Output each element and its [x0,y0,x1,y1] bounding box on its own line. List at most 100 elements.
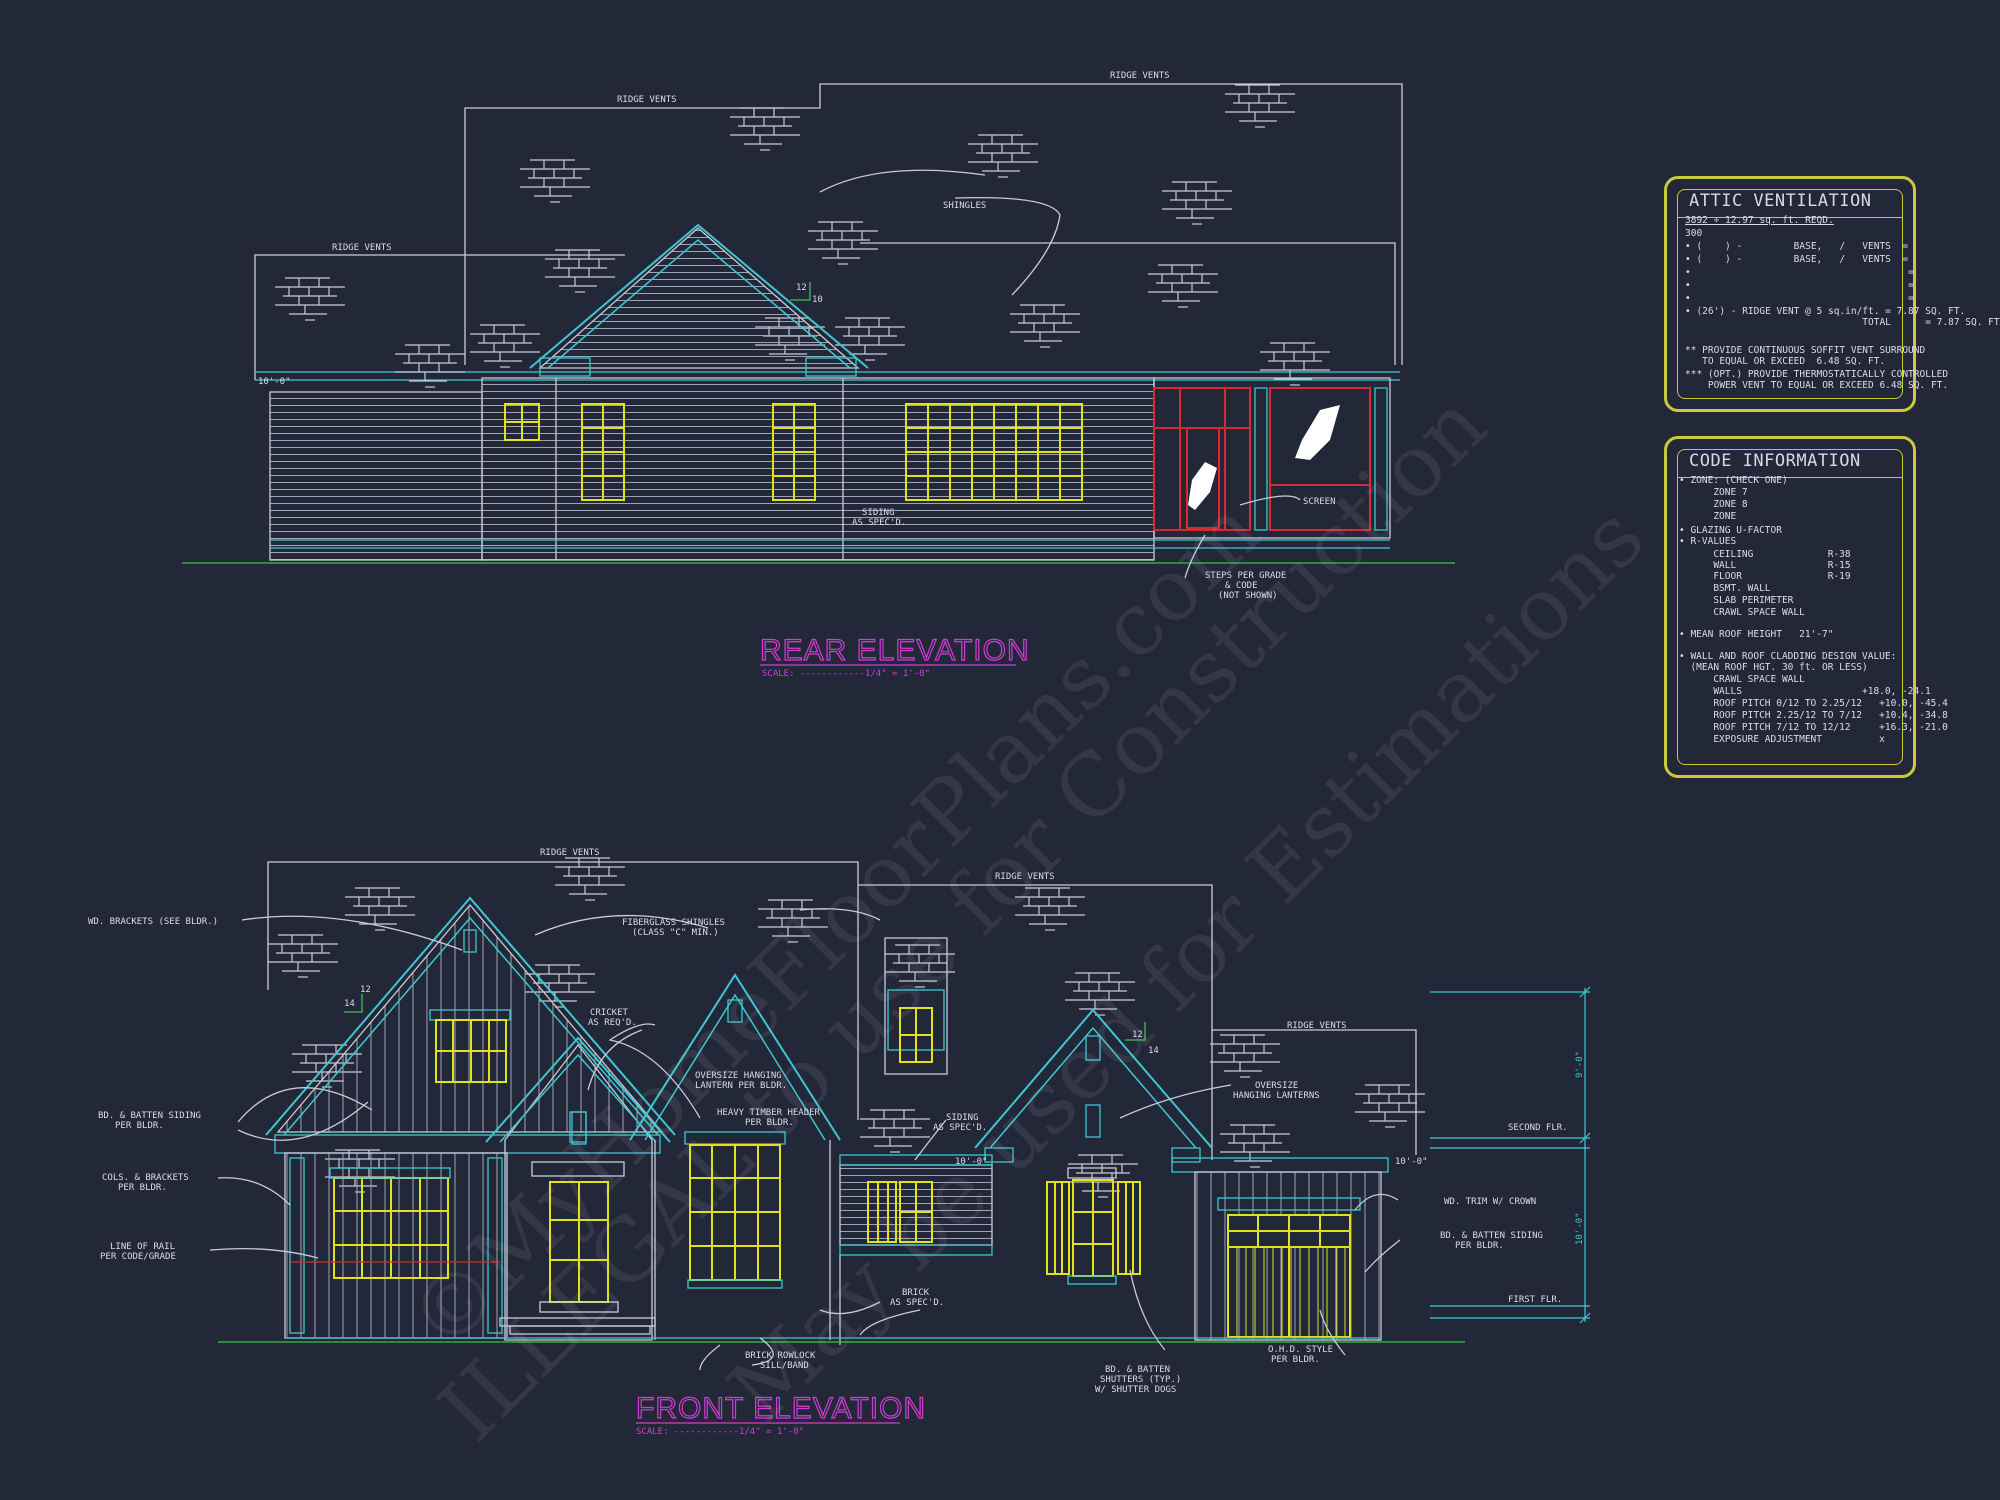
rear-gable [538,227,860,369]
code-line: EXPOSURE ADJUSTMENT x [1679,734,1885,745]
front-ridge-vents-1: RIDGE VENTS [540,848,600,858]
attic-line: *** (OPT.) PROVIDE THERMOSTATICALLY CONT… [1685,369,1949,380]
front-ridge-vents-3: RIDGE VENTS [1287,1021,1347,1031]
rear-siding-label-2: AS SPEC'D. [852,518,906,528]
code-line: CRAWL SPACE WALL [1679,607,1805,618]
code-line: WALLS +18.0, -24.1 [1679,686,1931,697]
rear-elevation-title: REAR ELEVATION [760,634,1030,667]
code-line: SLAB PERIMETER [1679,595,1794,606]
front-fiberglass-label-1: FIBERGLASS SHINGLES [622,918,725,928]
front-bd-batten-label-1: BD. & BATTEN SIDING [98,1111,201,1121]
front-oversize-lantern-label-1: OVERSIZE HANGING [695,1071,782,1081]
attic-line: TO EQUAL OR EXCEED 6.48 SQ. FT. [1685,356,1886,367]
front-lantern-right [1085,1104,1101,1138]
code-line: CEILING R-38 [1679,549,1851,560]
rear-ridge-vents-left: RIDGE VENTS [332,243,392,253]
front-roof-outline-mid [858,884,1213,1160]
attic-line: • = [1685,267,1914,278]
code-line: ROOF PITCH 2.25/12 TO 7/12 +10.4, -34.8 [1679,710,1948,721]
front-chimney [884,937,948,1075]
attic-line: TOTAL = 7.87 SQ. FT. [1685,317,2000,328]
attic-line: • (26') - RIDGE VENT @ 5 sq.in/ft. = 7.8… [1685,306,1966,317]
attic-line: • = [1685,293,1914,304]
code-line: ROOF PITCH 0/12 TO 2.25/12 +10.0, -45.4 [1679,698,1948,709]
front-door-gable [504,1043,653,1341]
rear-ridge-vents-right: RIDGE VENTS [1110,71,1170,81]
attic-line: 3892 ÷ 12.97 sq. ft. REQD. [1685,215,1834,226]
front-elevation-title: FRONT ELEVATION [636,1392,926,1425]
code-line: FLOOR R-19 [1679,571,1851,582]
front-first-flr-label: FIRST FLR. [1508,1295,1562,1305]
front-fiberglass-label-2: (CLASS "C" MIN.) [632,928,719,938]
front-dim-lower: 10'-0" [1575,1212,1585,1245]
code-line: ZONE 8 [1679,499,1748,510]
screen-porch [1153,377,1391,539]
code-title-rule [1677,477,1903,478]
front-middle-shutter [867,1181,897,1243]
front-lanterns-label-2: HANGING LANTERNS [1233,1091,1320,1101]
rear-plate-height: 10'-0" [258,377,291,387]
front-brick-label-2: AS SPEC'D. [890,1298,944,1308]
front-roof-outline-right [1212,1029,1417,1155]
rear-elevation-scale: SCALE: ------------1/4" = 1'-0" [762,669,930,679]
front-ridge-vents-2: RIDGE VENTS [995,872,1055,882]
code-line: (MEAN ROOF HGT. 30 ft. OR LESS) [1679,662,1868,673]
rear-right-roof [860,242,1396,365]
front-heavy-timber-label-2: PER BLDR. [745,1118,794,1128]
rear-pitch-run: 10 [812,295,823,305]
code-line: WALL R-15 [1679,560,1851,571]
front-ohd-label-1: O.H.D. STYLE [1268,1345,1333,1355]
front-lanterns-label-1: OVERSIZE [1255,1081,1298,1091]
rear-steps-label-2: & CODE [1225,581,1258,591]
code-line: ZONE [1679,511,1737,522]
code-line: • WALL AND ROOF CLADDING DESIGN VALUE: [1679,651,1897,662]
front-shutter-left [1046,1181,1070,1275]
front-siding-label-2: AS SPEC'D. [933,1123,987,1133]
front-pitch-right-rise: 12 [1132,1030,1143,1040]
porch-screen-left [1153,387,1251,531]
code-line: ROOF PITCH 7/12 TO 12/12 +16.3, -21.0 [1679,722,1948,733]
rear-wall-mid [481,377,1155,561]
code-line: • ZONE: (CHECK ONE) [1679,475,1788,486]
front-elevation-scale: SCALE: ------------1/4" = 1'-0" [636,1427,804,1437]
front-roof-outline-left [267,861,859,1120]
attic-ventilation-title: ATTIC VENTILATION [1689,191,1872,211]
attic-ventilation-box: ATTIC VENTILATION 3892 ÷ 12.97 sq. ft. R… [1664,176,2000,412]
front-shutters-label-3: W/ SHUTTER DOGS [1095,1385,1176,1395]
front-rail-label-1: LINE OF RAIL [110,1242,175,1252]
front-plate-right: 10'-0" [1395,1157,1428,1167]
rear-elevation [182,83,1455,579]
code-line: • GLAZING U-FACTOR [1679,525,1782,536]
rear-shingles-label: SHINGLES [943,201,986,211]
rear-left-roof [254,254,625,380]
rear-siding-label-1: SIDING [862,508,895,518]
attic-line: • ( ) - BASE, / VENTS = [1685,254,1909,265]
front-ohd-label-2: PER BLDR. [1271,1355,1320,1365]
front-bd-batten-right-2: PER BLDR. [1455,1241,1504,1251]
rear-steps-label-3: (NOT SHOWN) [1218,591,1278,601]
front-siding-label-1: SIDING [946,1113,979,1123]
front-rail-label-2: PER CODE/GRADE [100,1252,176,1262]
front-elevation [209,857,1591,1371]
rear-windows [504,403,1083,501]
front-cricket-label-1: CRICKET [590,1008,629,1018]
front-wd-trim-label: WD. TRIM W/ CROWN [1444,1197,1536,1207]
front-brick-label-1: BRICK [902,1288,930,1298]
rear-wall-left [269,391,483,561]
front-cricket-label-2: AS REQ'D. [588,1018,637,1028]
front-bd-batten-right-1: BD. & BATTEN SIDING [1440,1231,1543,1241]
front-shutter-right [1117,1181,1141,1275]
code-line: • R-VALUES [1679,536,1737,547]
front-pitch-left-run: 14 [344,999,355,1009]
front-shutters-label-2: SHUTTERS (TYP.) [1100,1375,1181,1385]
code-line: ZONE 7 [1679,487,1748,498]
attic-line: • ( ) - BASE, / VENTS = [1685,241,1909,252]
front-cols-brackets-label-1: COLS. & BRACKETS [102,1173,189,1183]
code-information-title: CODE INFORMATION [1689,451,1861,471]
front-pitch-right-run: 14 [1148,1046,1159,1056]
front-pitch-left-rise: 12 [360,985,371,995]
rear-steps-label-1: STEPS PER GRADE [1205,571,1286,581]
front-rowlock-label-2: SILL/BAND [760,1361,809,1371]
attic-line: 300 [1685,228,1703,239]
